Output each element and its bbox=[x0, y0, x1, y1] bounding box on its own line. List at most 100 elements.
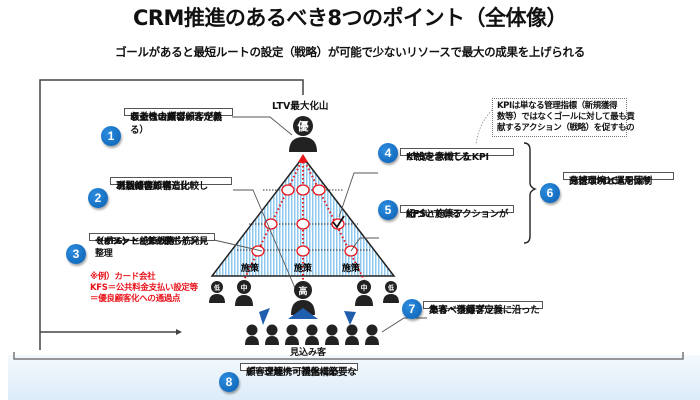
policy-label-right: 施策 bbox=[342, 262, 361, 274]
page-subtitle: ゴールがあると最短ルートの設定（戦略）が可能で少ないリソースで最大の成果を上げら… bbox=[115, 45, 585, 59]
connector-lines bbox=[213, 109, 493, 333]
prospects-bracket bbox=[13, 352, 684, 360]
point-3-badge: 3 bbox=[66, 244, 86, 264]
point-6-line: 分析環境と運用体制 bbox=[569, 176, 652, 187]
brace-icon bbox=[523, 142, 537, 244]
point-1-line: 収益性の高い顧客定義 bbox=[130, 112, 223, 123]
point-7-box: あるべき顧客定義に沿った 集客・獲得プラン bbox=[423, 301, 543, 316]
customer-badge-high: 高 bbox=[298, 285, 307, 297]
prospects-arrow-head bbox=[176, 329, 182, 335]
goal-frame-line bbox=[39, 79, 304, 350]
connector-point-7 bbox=[381, 317, 427, 333]
kpi-note-line: KPIは単なる管理指標（新規獲得 bbox=[497, 101, 618, 111]
point-7-badge: 7 bbox=[402, 299, 422, 319]
person-icon bbox=[325, 324, 339, 345]
point-7-line: 集客・獲得プラン bbox=[429, 305, 503, 316]
point-2-badge: 2 bbox=[88, 188, 108, 208]
point-6-badge: 6 bbox=[540, 183, 560, 203]
example-note-line: ＝優良顧客化への通過点 bbox=[90, 294, 181, 304]
point-5-badge: 5 bbox=[378, 200, 398, 220]
arrow-right-icon bbox=[344, 311, 356, 325]
connector-point-4 bbox=[338, 172, 378, 218]
point-3-line: （KFS）と施策戦術 bbox=[95, 237, 175, 247]
person-icon bbox=[365, 324, 379, 345]
point-4-badge: 4 bbox=[378, 143, 398, 163]
waypoint bbox=[296, 245, 310, 257]
waypoint bbox=[296, 218, 310, 230]
arrow-center-icon bbox=[288, 308, 318, 319]
red-routes bbox=[243, 157, 365, 283]
kpi-note-box: KPIは単なる管理指標（新規獲得 数等）ではなくゴールに対して最も貢 献するアク… bbox=[492, 98, 635, 137]
person-icon bbox=[285, 324, 299, 345]
point-4-line: KFSを意識したKPI bbox=[406, 152, 489, 163]
bottom-band-background bbox=[8, 355, 700, 400]
upward-arrows bbox=[259, 308, 356, 325]
point-3-line: セグメントごとの勝ち筋発見 bbox=[95, 237, 209, 247]
connector-point-3 bbox=[213, 239, 263, 252]
point-1-box: あるべき顧客・ 収益性の高い顧客定義 ＝上る山（ゴールがある） bbox=[124, 108, 233, 136]
point-4-line: が設定されてる bbox=[406, 152, 471, 163]
point-3-box: セグメントごとの勝ち筋発見 （KFS）と施策戦術 ※オファー×タッチポイント整理 bbox=[89, 233, 215, 259]
person-icon bbox=[245, 324, 259, 345]
point-7-line: あるべき顧客定義に沿った bbox=[429, 305, 540, 316]
person-icon-mid-right bbox=[355, 280, 373, 306]
waypoint bbox=[312, 184, 326, 196]
connector-point-1 bbox=[232, 116, 293, 136]
route-left bbox=[243, 157, 304, 281]
point-8-line: データ連携・基盤構築 bbox=[246, 367, 339, 378]
kpi-note-line: 献するアクション（戦略）を促すもの bbox=[497, 123, 635, 133]
ltv-mountain-label: LTV最大化山 bbox=[272, 101, 329, 112]
waypoint bbox=[281, 184, 295, 196]
person-icon-low-left bbox=[209, 281, 225, 303]
point-2-line: （期待値） bbox=[116, 181, 163, 192]
route-right bbox=[302, 157, 365, 281]
top-customer-person-icon bbox=[289, 116, 317, 152]
policy-label-left: 施策 bbox=[241, 262, 260, 274]
point-5-box: KFSと施策アクションが 紐づいている bbox=[400, 205, 514, 220]
point-1-line: あるべき顧客・ bbox=[130, 112, 195, 123]
point-8-box: 顧客理解・可視化に必要な データ連携・基盤構築 bbox=[240, 363, 358, 378]
person-icon bbox=[305, 324, 319, 345]
point-5-line: 紐づいている bbox=[406, 209, 461, 220]
customer-persons bbox=[209, 280, 399, 315]
point-8-line: 顧客理解・可視化に必要な bbox=[246, 367, 357, 378]
point-6-line: 高速なPDCAを回す bbox=[569, 176, 653, 187]
connector-point-2 bbox=[233, 189, 299, 296]
customer-badge-low-left: 低 bbox=[213, 284, 220, 292]
point-1-line: ＝上る山（ゴールがある） bbox=[130, 112, 223, 136]
point-2-box: あるべき顧客と比較し 現状顧客の構造化 （期待値） bbox=[110, 177, 232, 192]
example-note-line: ※例）カード会社 bbox=[90, 272, 156, 282]
person-icon-low-right bbox=[383, 281, 399, 303]
point-1-badge: 1 bbox=[101, 126, 121, 146]
top-customer-badge: 優 bbox=[297, 119, 310, 133]
point-8-badge: 8 bbox=[219, 372, 239, 392]
prospect-persons bbox=[245, 324, 379, 345]
example-note-line: KFS＝公共料金支払い設定等 bbox=[90, 283, 198, 293]
person-icon-high bbox=[291, 281, 315, 315]
prospects-label: 見込み客 bbox=[290, 348, 327, 358]
policy-label-center: 施策 bbox=[294, 262, 313, 274]
point-6-box: 高速なPDCAを回す 分析環境と運用体制 bbox=[563, 172, 674, 187]
checkmark-icon bbox=[332, 215, 345, 229]
waypoint bbox=[296, 184, 310, 196]
customer-badge-mid-left: 中 bbox=[241, 283, 248, 292]
point-4-box: KFSを意識したKPI が設定されてる bbox=[400, 148, 514, 163]
arrow-left-icon bbox=[259, 308, 270, 325]
point-5-line: KFSと施策アクションが bbox=[406, 209, 509, 220]
person-icon bbox=[345, 324, 359, 345]
customer-badge-mid-right: 中 bbox=[361, 283, 368, 292]
point-3-line: ※オファー×タッチポイント整理 bbox=[95, 237, 207, 259]
waypoint bbox=[251, 245, 265, 257]
connector-point-5 bbox=[350, 237, 379, 252]
waypoints bbox=[251, 184, 358, 257]
point-2-line: 現状顧客の構造化 bbox=[116, 181, 190, 192]
kpi-note-line: 数等）ではなくゴールに対して最も貢 bbox=[497, 112, 635, 122]
person-icon bbox=[265, 324, 279, 345]
customer-badge-low-right: 低 bbox=[387, 284, 394, 292]
person-icon-mid-left bbox=[235, 280, 253, 306]
example-note: ※例）カード会社 KFS＝公共料金支払い設定等 ＝優良顧客化への通過点 bbox=[90, 272, 198, 305]
summit-marker bbox=[298, 154, 308, 162]
point-2-line: あるべき顧客と比較し bbox=[116, 181, 209, 192]
waypoint bbox=[264, 218, 278, 230]
